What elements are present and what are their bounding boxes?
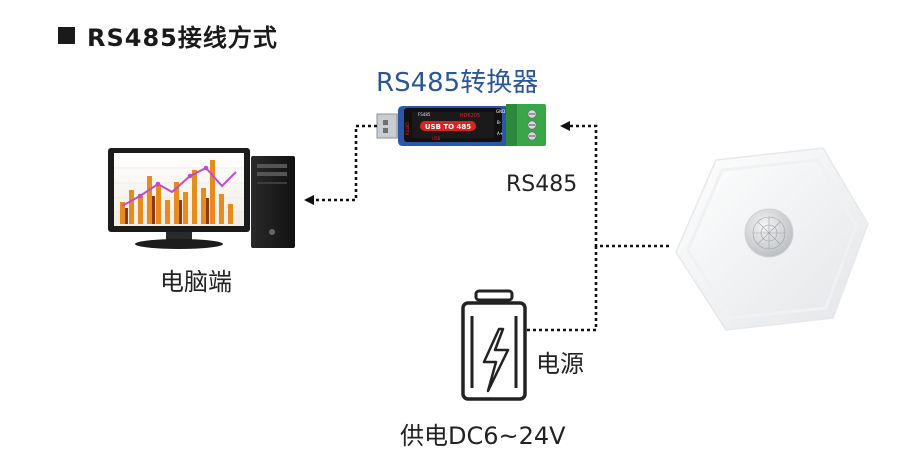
- section-heading: RS485接线方式: [58, 20, 278, 52]
- monitor-stand: [135, 239, 223, 249]
- terminal-label-b: B-: [497, 120, 502, 125]
- lightning-bolt-icon: [482, 327, 510, 393]
- terminal-screws: [527, 109, 537, 141]
- wire-converter-to-pc: [304, 124, 377, 205]
- computer-icon: [108, 148, 295, 249]
- converter-red-badge: [420, 121, 476, 131]
- pir-motion-sensor: [675, 147, 869, 331]
- supply-voltage-label: 供电DC6~24V: [400, 422, 566, 450]
- heading-bullet: [58, 26, 75, 44]
- terminal-label-gnd: GND: [496, 109, 505, 114]
- screen-trend-line: [121, 166, 237, 207]
- pc-tower: [251, 156, 295, 248]
- rs485-bus-label: RS485: [506, 172, 578, 197]
- power-supply-icon: [461, 289, 527, 401]
- screen-bars: [120, 160, 233, 224]
- heading-title: RS485接线方式: [87, 23, 278, 52]
- screen-bars-dark: [125, 196, 209, 224]
- usb-rs485-converter: USB TO 485 HD6205 FS485 RS485 USB GND B-…: [376, 104, 546, 146]
- power-label: 电源: [536, 350, 584, 378]
- wire-sensor-to-converter: [560, 121, 669, 248]
- converter-label: RS485转换器: [376, 68, 539, 98]
- converter-top-text: FS485: [418, 112, 431, 117]
- terminal-label-a: A+: [497, 131, 503, 136]
- battery-outline: [461, 301, 527, 401]
- converter-side-text: RS485: [405, 122, 410, 135]
- wire-power-to-bus: [527, 246, 598, 332]
- converter-model-text: HD6205: [460, 113, 480, 119]
- wiring-lines: [304, 121, 669, 332]
- converter-badge-text: USB TO 485: [425, 123, 471, 131]
- converter-usb-mark: USB: [432, 136, 440, 141]
- pc-label: 电脑端: [160, 268, 232, 296]
